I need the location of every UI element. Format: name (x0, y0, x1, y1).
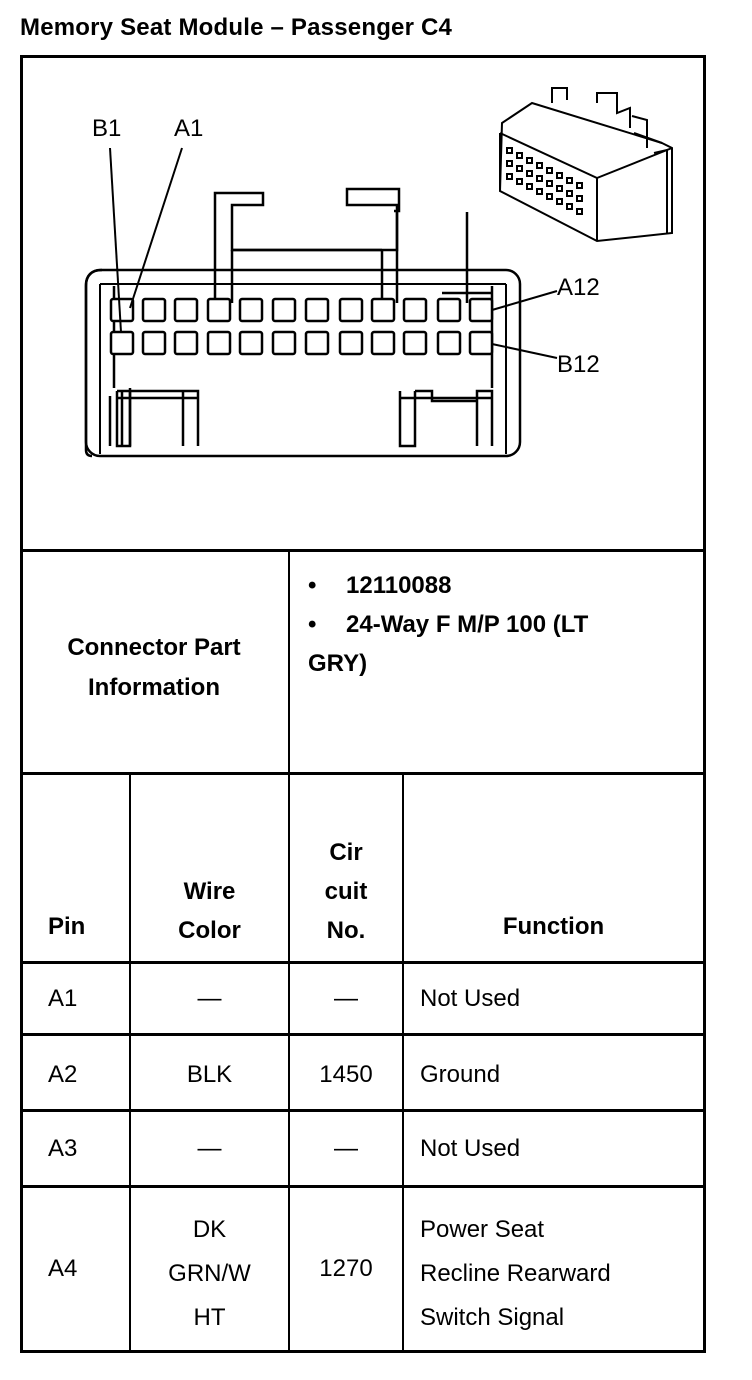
header-circuit-line3: No. (326, 917, 366, 944)
table-frame (20, 55, 706, 1353)
header-circuit-no: Cir cuit No. (290, 833, 402, 950)
right-border (703, 55, 706, 1353)
row-a3-wire: — (197, 1135, 222, 1162)
header-circuit-line1: Cir (329, 839, 363, 866)
row-a4-wire: DK GRN/W HT (131, 1208, 288, 1340)
connector-info-label-line2: Information (88, 674, 220, 701)
row-a3-circuit: — (334, 1135, 358, 1162)
row-a4-wire-line3: HT (193, 1304, 226, 1331)
row-a4-wire-line2: GRN/W (168, 1260, 251, 1287)
divider-diagram (20, 549, 706, 552)
column-divider-circuit (288, 551, 290, 1351)
row-a4-pin: A4 (48, 1255, 78, 1282)
header-wire-color-line1: Wire (183, 878, 236, 905)
description-line1: 24-Way F M/P 100 (LT (346, 611, 589, 638)
description-line2: GRY) (308, 650, 368, 677)
header-circuit-line2: cuit (324, 878, 368, 905)
row-a2-pin: A2 (48, 1061, 78, 1088)
connector-3d-thumbnail (498, 87, 673, 243)
divider-header (20, 961, 706, 964)
row-a4-function-line3: Switch Signal (420, 1304, 565, 1331)
row-a4-function: Power Seat Recline Rearward Switch Signa… (420, 1208, 611, 1340)
label-a1: A1 (174, 115, 203, 142)
page-title: Memory Seat Module – Passenger C4 (20, 14, 453, 41)
row-a2-function: Ground (420, 1061, 501, 1088)
label-b1: B1 (92, 115, 121, 142)
divider-row-a2 (20, 1109, 706, 1112)
description-item-continued: GRY) (308, 650, 367, 678)
connector-info-label: Connector Part Information (22, 628, 286, 708)
row-a1-circuit: — (334, 985, 358, 1012)
part-number-item: • 12110088 (308, 572, 451, 600)
row-a1-wire: — (197, 985, 222, 1012)
connector-info-label-line1: Connector Part (67, 634, 241, 661)
description-item: • 24-Way F M/P 100 (LT (308, 611, 588, 639)
column-divider-pin (129, 774, 131, 1351)
row-a3-function: Not Used (420, 1135, 521, 1162)
divider-row-a3 (20, 1185, 706, 1188)
row-a4-function-line2: Recline Rearward (420, 1260, 611, 1287)
row-a3-pin: A3 (48, 1135, 78, 1162)
header-wire-color: Wire Color (131, 872, 288, 950)
header-wire-color-line2: Color (178, 917, 241, 944)
divider-row-a1 (20, 1033, 706, 1036)
pin-cavities (109, 297, 494, 356)
row-a1-function: Not Used (420, 985, 521, 1012)
header-pin: Pin (48, 913, 86, 940)
column-divider-function (402, 774, 404, 1351)
label-a12: A12 (557, 274, 600, 301)
row-a4-function-line1: Power Seat (420, 1216, 545, 1243)
divider-info (20, 772, 706, 775)
row-a2-circuit: 1450 (319, 1061, 373, 1088)
row-a2-wire: BLK (186, 1061, 233, 1088)
connector-diagram: B1 A1 A12 B12 (84, 87, 673, 458)
label-b12: B12 (557, 351, 600, 378)
bullet-icon: • (308, 572, 317, 599)
row-a4-wire-line1: DK (192, 1216, 227, 1243)
bullet-icon: • (308, 611, 317, 638)
row-a1-pin: A1 (48, 985, 78, 1012)
part-number: 12110088 (346, 572, 452, 599)
row-a4-circuit: 1270 (319, 1255, 373, 1282)
header-function: Function (502, 913, 605, 940)
